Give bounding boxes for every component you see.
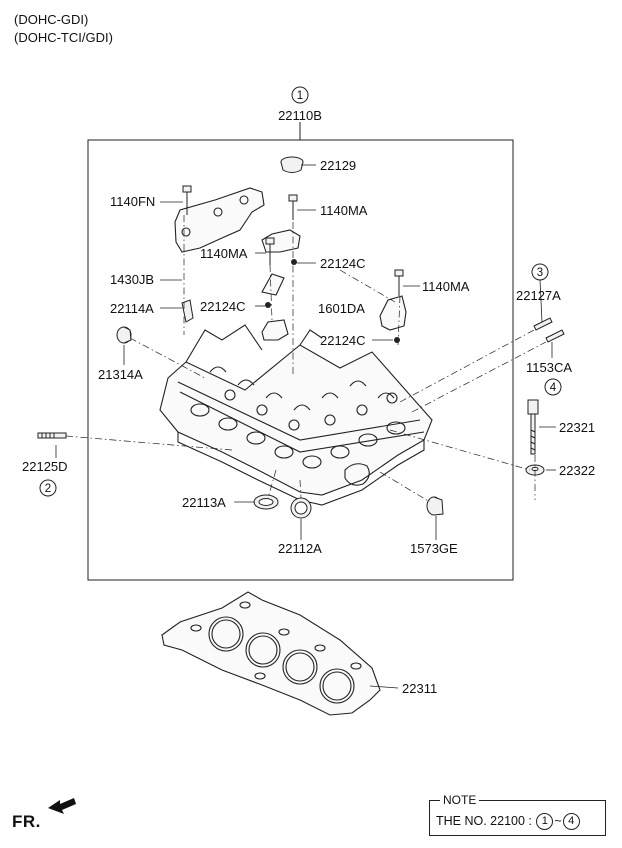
part-label-22322: 22322: [559, 463, 595, 478]
part-label-22114a: 22114A: [110, 301, 154, 316]
part-label-1140fn: 1140FN: [110, 194, 155, 209]
ref-number-3: 3: [537, 267, 543, 279]
part-label-22112a: 22112A: [278, 541, 322, 556]
note-ref-to: 4: [562, 813, 580, 830]
oil-seal-icon: [290, 497, 312, 519]
head-gasket-icon: [161, 591, 381, 716]
note-ref-from: 1: [536, 813, 554, 830]
part-label-1601da: 1601DA: [318, 301, 365, 316]
ref-circle-2: [39, 479, 57, 497]
note-title: NOTE: [440, 793, 480, 807]
bolt-icon: [181, 185, 404, 323]
ref-circle-1: [291, 86, 309, 104]
part-label-22110b: 22110B: [278, 108, 322, 123]
ref-circle-3: [531, 263, 549, 281]
note-text: THE NO. 22100 : 1~4: [436, 813, 581, 830]
model-label-tci-gdi: (DOHC-TCI/GDI): [14, 30, 113, 45]
part-label-22311: 22311: [402, 681, 437, 696]
note-prefix: THE NO. 22100 :: [436, 813, 532, 828]
ref-number-1: 1: [297, 90, 303, 102]
part-label-22127a: 22127A: [516, 288, 561, 303]
pin-icon: [533, 317, 565, 343]
ref-number-2: 2: [45, 483, 51, 495]
part-label-21314a: 21314A: [98, 367, 143, 382]
part-label-22124c-c: 22124C: [320, 333, 366, 348]
part-label-1430jb: 1430JB: [110, 272, 154, 287]
cam-bearing-cap-icon: [174, 187, 407, 341]
front-direction-label: FR.: [12, 812, 41, 831]
part-label-1573ge: 1573GE: [410, 541, 458, 556]
note-box: [429, 800, 606, 836]
part-label-22129: 22129: [320, 158, 356, 173]
part-label-1140ma-b: 1140MA: [200, 246, 248, 261]
part-label-1140ma-a: 1140MA: [320, 203, 368, 218]
part-label-22124c-a: 22124C: [320, 256, 366, 271]
cap-plug-icon: [280, 156, 304, 173]
part-label-22321: 22321: [559, 420, 595, 435]
seal-icon: [253, 494, 279, 510]
part-label-22124c-b: 22124C: [200, 299, 246, 314]
dowel-pin-icon: [265, 259, 400, 343]
welch-plug-icon: [116, 326, 132, 344]
part-label-22125d: 22125D: [22, 459, 68, 474]
model-label-gdi: (DOHC-GDI): [14, 12, 89, 27]
part-label-1153ca: 1153CA: [526, 360, 572, 375]
stud-bolt-icon: [37, 432, 67, 439]
cylinder-head-icon: [159, 324, 433, 506]
part-label-1140ma-c: 1140MA: [422, 279, 470, 294]
part-label-22113a: 22113A: [182, 495, 226, 510]
note-separator: ~: [554, 813, 562, 828]
ref-number-4: 4: [550, 382, 557, 394]
ref-circle-4: [544, 378, 562, 396]
head-bolt-icon: [527, 399, 539, 455]
cup-plug-icon: [426, 496, 444, 516]
front-arrow-icon: [48, 798, 76, 814]
